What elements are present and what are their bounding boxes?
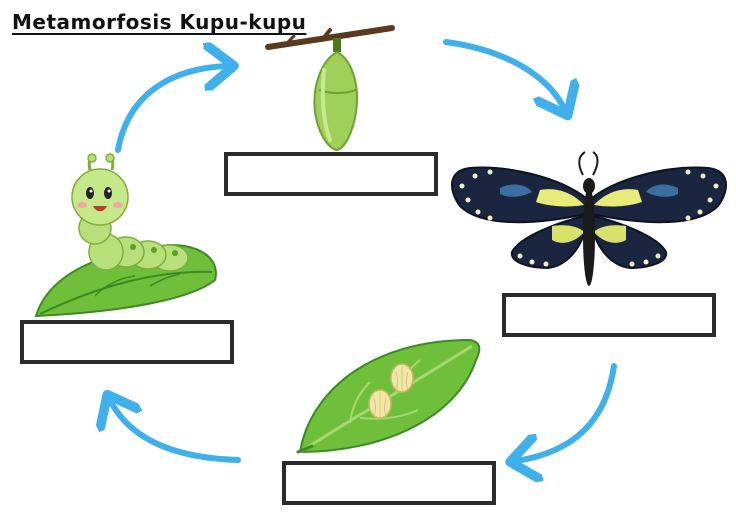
arrow-pupa-to-butterfly [443,39,565,110]
eggs-on-leaf-icon [296,338,481,454]
label-box-pupa[interactable] [224,152,438,196]
label-box-egg[interactable] [282,461,496,505]
label-box-butterfly[interactable] [502,293,716,337]
arrow-egg-to-caterpillar [110,400,241,463]
arrow-caterpillar-to-pupa [115,66,228,153]
page-title: Metamorfosis Kupu-kupu [12,10,307,34]
butterfly-icon [451,151,727,286]
cycle-arrows [110,39,617,463]
label-box-caterpillar[interactable] [20,320,234,364]
chrysalis-icon [265,25,395,152]
arrow-butterfly-to-egg [516,363,617,461]
caterpillar-icon [34,153,217,318]
